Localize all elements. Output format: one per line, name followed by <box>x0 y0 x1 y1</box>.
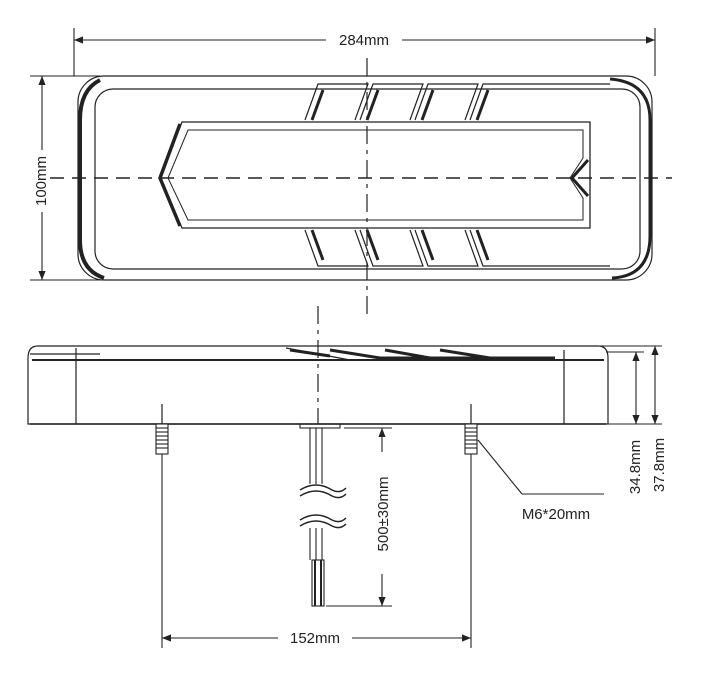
arrow-notch <box>569 159 590 197</box>
dimension-stud-spacing <box>161 454 472 648</box>
cable <box>299 423 347 607</box>
lower-segments <box>304 229 610 267</box>
label-stud-thread: M6*20mm <box>522 506 590 523</box>
dimension-cable-length <box>326 427 392 607</box>
label-overall-width: 284mm <box>339 32 389 49</box>
top-view-edge-left <box>78 78 105 280</box>
dimension-width <box>73 28 656 76</box>
arrow-chevron-tip <box>158 123 182 227</box>
label-stud-spacing: 152mm <box>290 630 340 647</box>
right-stud <box>464 423 478 455</box>
dimension-height <box>30 75 104 281</box>
label-depth-total: 37.8mm <box>651 438 668 492</box>
left-stud <box>155 423 169 455</box>
mounting-studs <box>155 423 478 455</box>
stud-thread-leader <box>477 439 604 495</box>
label-depth-body: 34.8mm <box>627 440 644 494</box>
arrow-light-guide <box>159 121 591 229</box>
label-overall-height: 100mm <box>33 156 50 206</box>
top-view <box>50 58 672 318</box>
arrow-light-guide-inner <box>167 129 584 221</box>
side-view-segments <box>285 347 560 361</box>
label-cable-length: 500±30mm <box>375 477 392 552</box>
upper-segments <box>304 83 610 121</box>
side-view <box>27 306 609 425</box>
dimension-depths <box>600 345 662 425</box>
